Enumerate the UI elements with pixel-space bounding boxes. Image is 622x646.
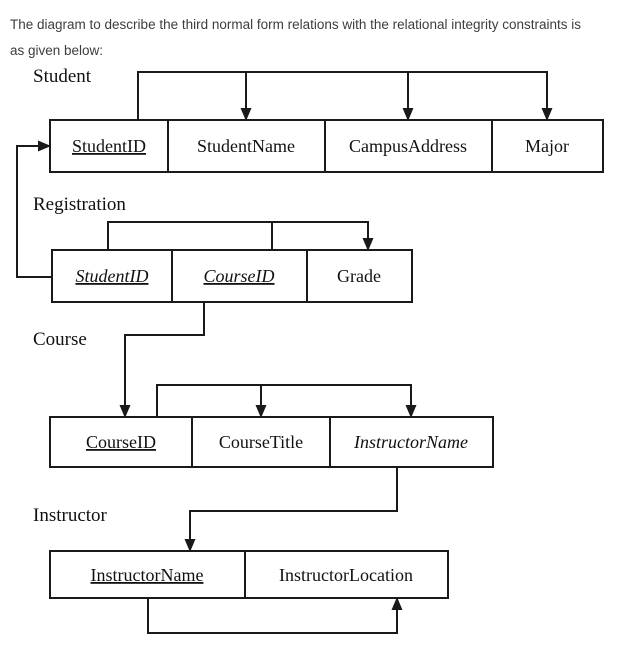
course-table: CourseID CourseTitle InstructorName <box>49 416 494 468</box>
field-instructor-instructorlocation: InstructorLocation <box>279 565 413 585</box>
table-title-course: Course <box>33 329 87 350</box>
description: The diagram to describe the third normal… <box>10 12 581 64</box>
course-table-border <box>49 416 494 468</box>
field-registration-courseid: CourseID <box>204 266 275 286</box>
field-course-instructorname: InstructorName <box>353 432 468 452</box>
student-table: StudentID StudentName CampusAddress Majo… <box>49 119 604 173</box>
fk-course-instructorname-to-instructor-arrow <box>184 467 398 552</box>
field-student-major: Major <box>525 136 569 156</box>
field-student-studentid: StudentID <box>72 136 146 156</box>
description-line-1: The diagram to describe the third normal… <box>10 17 582 32</box>
fk-registration-studentid-to-student-arrow <box>16 140 52 278</box>
fd-instructor-key-to-location-arrow <box>147 597 403 634</box>
field-course-coursetitle: CourseTitle <box>219 432 303 452</box>
description-line-2: as given below: <box>10 43 104 58</box>
instructor-table-border <box>49 550 449 599</box>
instructor-table: InstructorName InstructorLocation <box>49 550 449 599</box>
field-registration-studentid: StudentID <box>76 266 149 286</box>
field-course-courseid: CourseID <box>86 432 156 452</box>
registration-table: StudentID CourseID Grade <box>51 249 413 303</box>
field-student-campusaddress: CampusAddress <box>349 136 467 156</box>
fd-student-key-to-major-arrow <box>137 71 553 121</box>
table-title-instructor: Instructor <box>33 505 108 526</box>
field-registration-grade: Grade <box>337 266 381 286</box>
fd-registration-key-to-grade-arrow <box>107 221 374 251</box>
field-instructor-instructorname: InstructorName <box>91 565 204 585</box>
table-title-student: Student <box>33 66 92 87</box>
fk-registration-courseid-to-course-arrow <box>119 302 205 418</box>
fd-course-key-to-instructorname-arrow <box>156 384 417 418</box>
table-title-registration: Registration <box>33 194 126 215</box>
field-student-studentname: StudentName <box>197 136 295 156</box>
